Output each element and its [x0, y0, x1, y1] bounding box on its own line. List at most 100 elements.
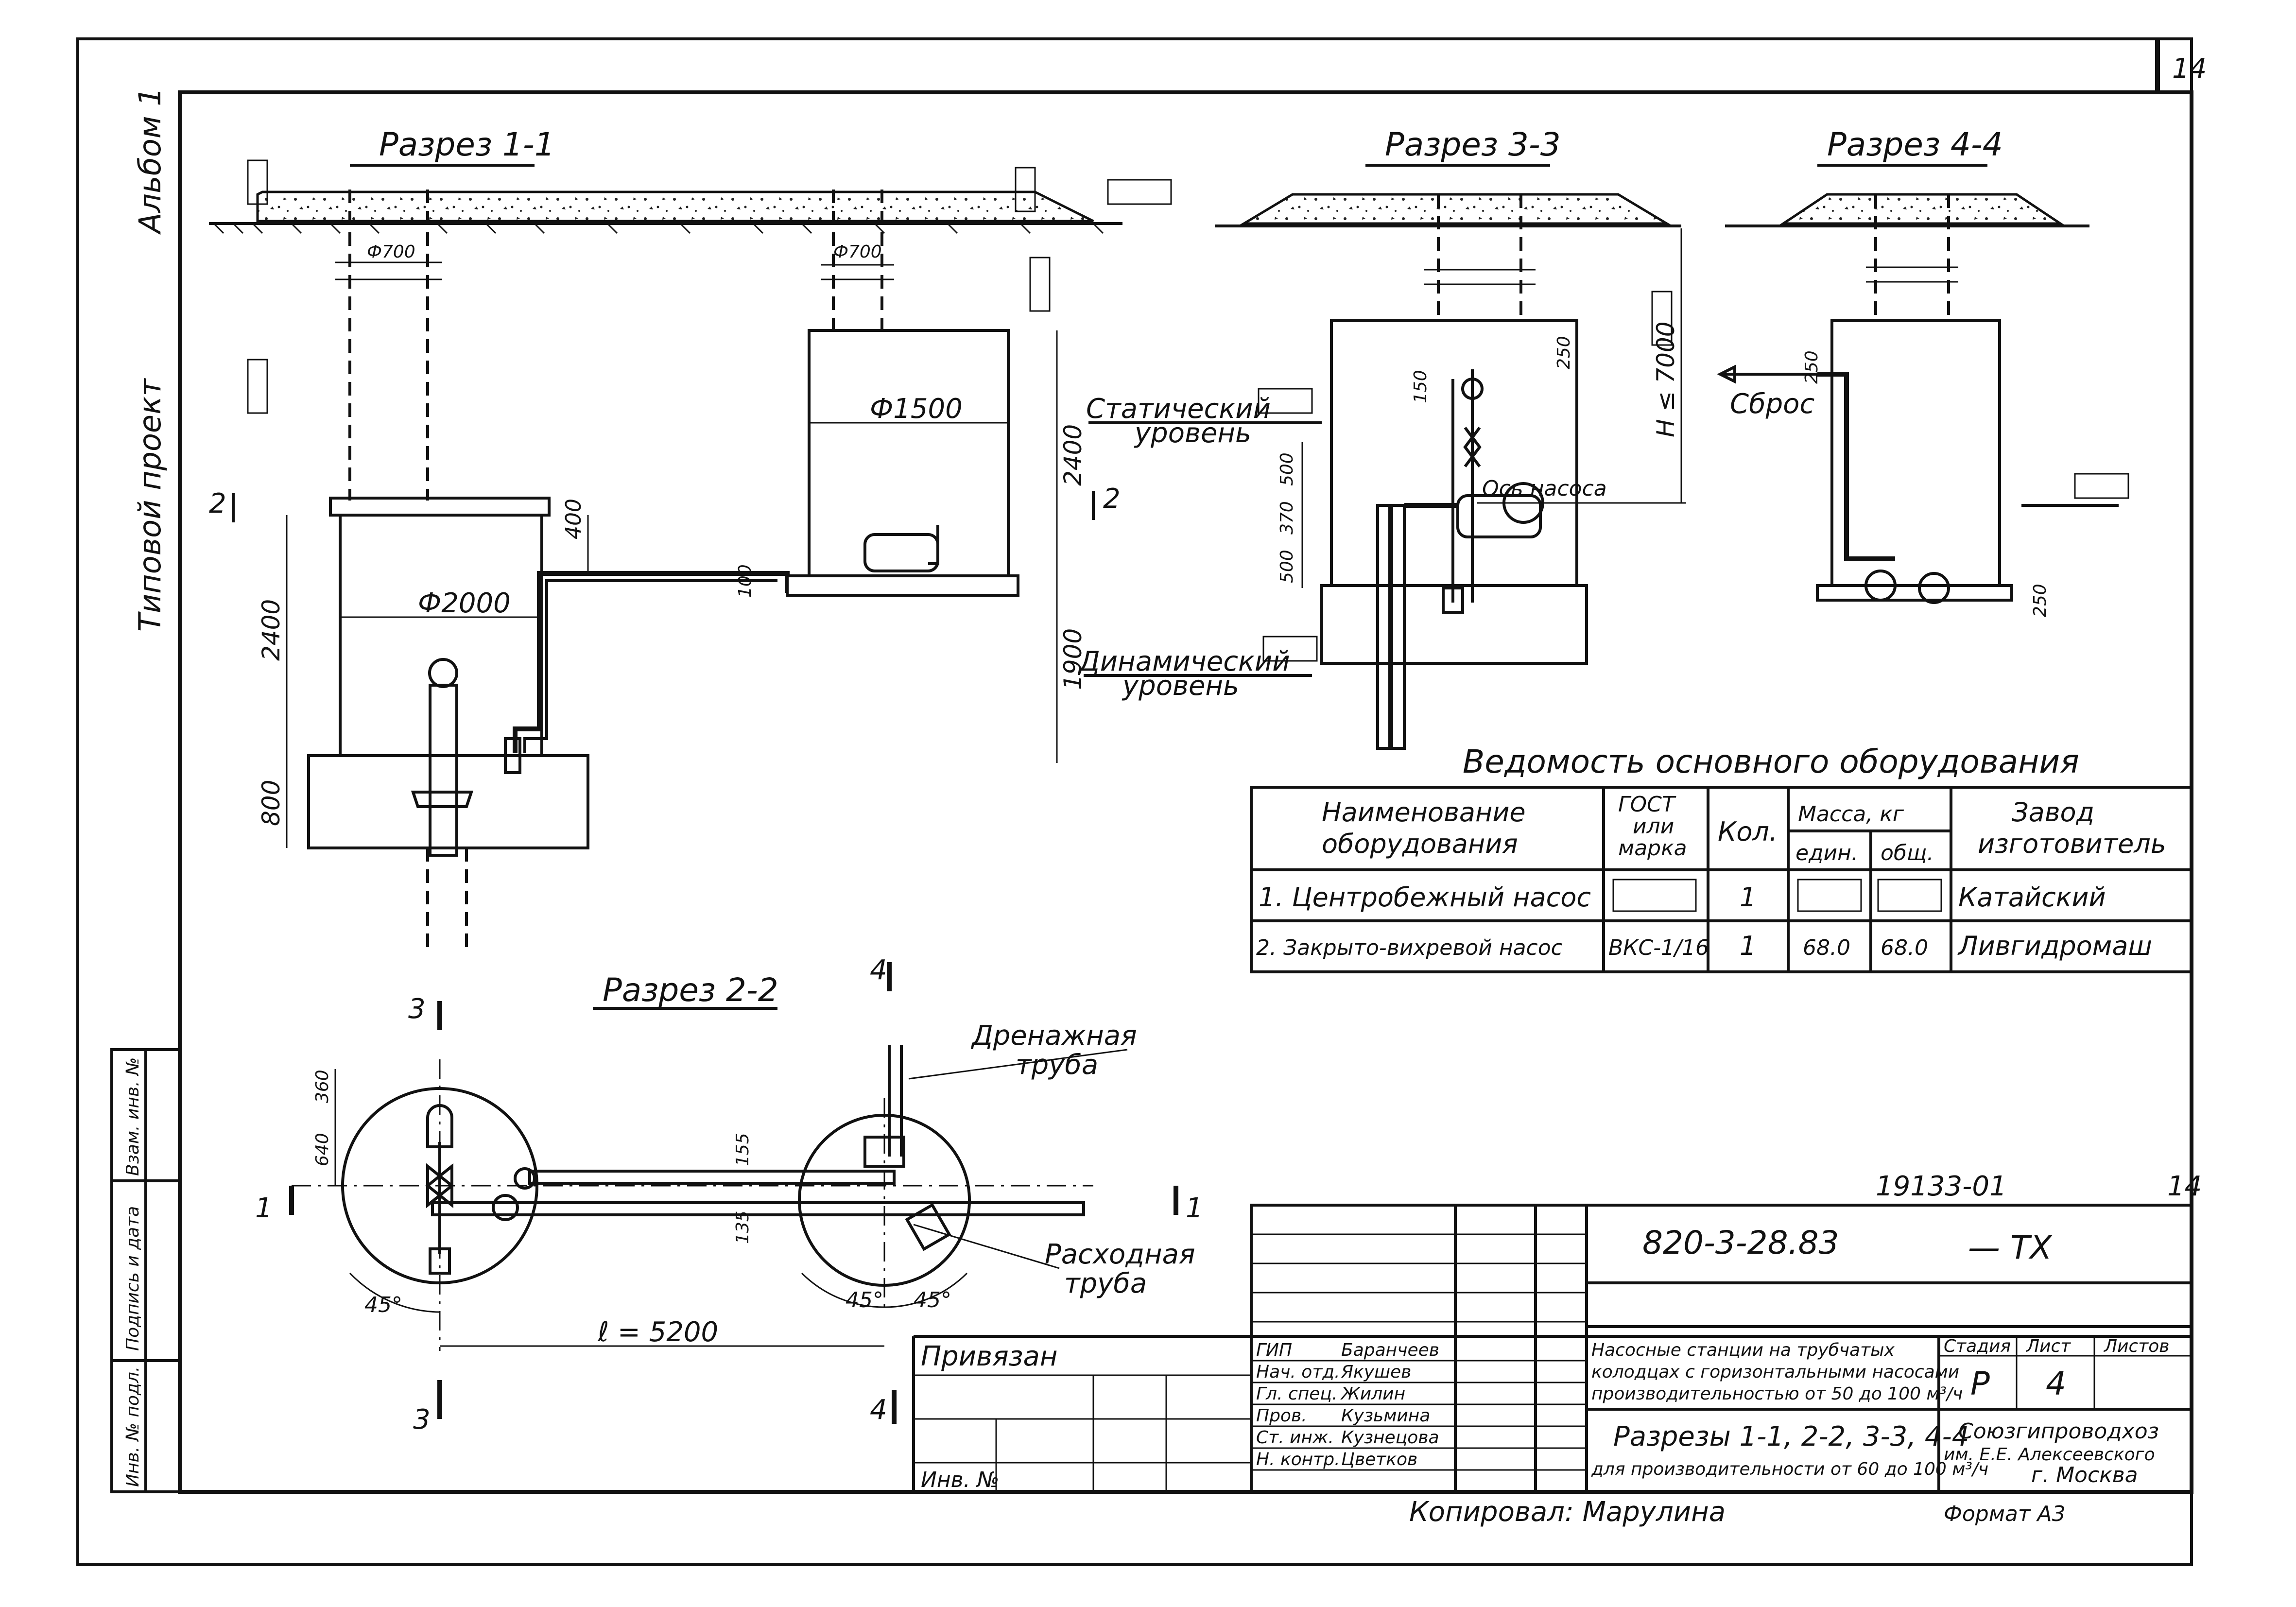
dim-640: 640: [312, 1133, 332, 1166]
sheet-title-2: для производительности от 60 до 100 м³/ч: [1591, 1459, 1988, 1479]
privyazan: Привязан: [921, 1341, 1057, 1372]
row-2-gost: ВКС-1/16: [1608, 935, 1709, 960]
row-1-qty: 1: [1740, 882, 1756, 913]
title-block: 19133-01 1 4: [912, 1171, 2202, 1528]
mark-2a: 2: [209, 488, 226, 519]
cut-3a: 3: [408, 993, 426, 1025]
dim-250a: 250: [1554, 336, 1574, 369]
label-dyn-1: Динамический: [1077, 646, 1290, 677]
side-project: Типовой проект: [132, 378, 168, 632]
dim-155: 155: [733, 1133, 753, 1166]
list-h: Лист: [2025, 1336, 2071, 1356]
row-2-name: 2. Закрыто-вихревой насос: [1256, 935, 1563, 960]
mark-2b: 2: [1103, 483, 1121, 515]
role-3: Пров.: [1256, 1406, 1307, 1426]
row-1-name: 1. Центробежный насос: [1259, 882, 1591, 913]
dim-2400b: 2400: [1059, 424, 1087, 486]
label-pump-axis: Ось насоса: [1482, 476, 1607, 501]
dim-400: 400: [561, 499, 586, 539]
stage-h: Стадия: [1944, 1336, 2011, 1356]
doc-suffix: — ТХ: [1968, 1229, 2053, 1266]
dim-d700a: Ф700: [367, 242, 415, 262]
name-3: Кузьмина: [1341, 1406, 1430, 1426]
cut-3b: 3: [413, 1404, 431, 1435]
side-stamp: Взам. инв. № Подпись и дата Инв. № подл.: [110, 1048, 181, 1493]
copied-by: Копировал: Марулина: [1409, 1496, 1726, 1528]
name-5: Цветков: [1341, 1450, 1417, 1469]
stage: Р: [1970, 1365, 1990, 1402]
page-number: 14: [2172, 53, 2207, 85]
dim-135: 135: [733, 1210, 753, 1244]
dim-2400a: 2400: [257, 599, 285, 661]
dim-d1500: Ф1500: [870, 393, 963, 425]
title-1: Насосные станции на трубчатых: [1591, 1340, 1895, 1360]
dim-l5200: ℓ = 5200: [597, 1316, 718, 1348]
ang-1: 45°: [364, 1293, 402, 1317]
equipment-title: Ведомость основного оборудования: [1463, 743, 2079, 780]
dim-d700b: Ф700: [833, 242, 882, 262]
lists-h: Листов: [2103, 1336, 2169, 1356]
head-gost-1: ГОСТ: [1618, 792, 1676, 817]
name-4: Кузнецова: [1341, 1428, 1439, 1448]
row-2-unit: 68.0: [1803, 935, 1850, 960]
row-2-total: 68.0: [1881, 935, 1928, 960]
head-name-2: оборудования: [1322, 829, 1518, 859]
section-4-4: Разрез 4-4 Сброс 250 250: [1717, 126, 2129, 617]
dim-370: 370: [1277, 501, 1297, 535]
role-4: Ст. инж.: [1256, 1428, 1334, 1448]
side-inv-orig: Инв. № подл.: [123, 1366, 143, 1487]
section-1-1: Разрез 1-1 Ф700: [209, 126, 1172, 952]
side-album: Альбом 1: [132, 87, 168, 235]
head-maker-2: изготовитель: [1978, 829, 2166, 859]
cut-1a: 1: [255, 1192, 273, 1224]
dim-1900: 1900: [1059, 628, 1087, 690]
section-1-1-title: Разрез 1-1: [379, 126, 555, 163]
label-drain-1: Дренажная: [970, 1020, 1137, 1052]
dim-250b: 250: [1802, 350, 1822, 384]
head-qty: Кол.: [1718, 816, 1778, 847]
side-sign-date: Подпись и дата: [123, 1206, 143, 1351]
head-name-1: Наименование: [1322, 797, 1526, 828]
cut-4a: 4: [870, 954, 887, 986]
cut-4b: 4: [870, 1394, 887, 1426]
label-supply-2: труба: [1064, 1268, 1147, 1299]
section-3-3-title: Разрез 3-3: [1385, 126, 1561, 163]
dim-d2000: Ф2000: [418, 588, 511, 619]
dim-250c: 250: [2030, 584, 2050, 617]
dim-100: 100: [735, 564, 755, 598]
dim-500b: 500: [1277, 550, 1297, 583]
name-1: Якушев: [1341, 1362, 1411, 1382]
side-inv-repl: Взам. инв. №: [123, 1057, 143, 1176]
inv-no: Инв. №: [921, 1468, 999, 1492]
row-2-maker: Ливгидромаш: [1957, 931, 2152, 961]
equipment-table: Ведомость основного оборудования Наимено…: [1250, 743, 2193, 973]
head-total: общ.: [1881, 841, 1933, 865]
format: Формат А3: [1944, 1502, 2066, 1526]
dim-150: 150: [1411, 370, 1431, 403]
dim-500a: 500: [1277, 452, 1297, 486]
ang-2: 45°: [846, 1288, 883, 1313]
section-2-2-title: Разрез 2-2: [603, 971, 778, 1009]
row-1-maker: Катайский: [1958, 882, 2106, 913]
role-2: Гл. спец.: [1256, 1384, 1337, 1404]
head-gost-2: или: [1633, 814, 1674, 839]
row-2-qty: 1: [1740, 931, 1756, 961]
list: 4: [2046, 1365, 2066, 1402]
ang-3: 45°: [914, 1288, 951, 1313]
name-2: Жилин: [1340, 1384, 1405, 1404]
dim-h7000: H ≤ 7000: [1652, 321, 1680, 437]
section-2-2: Разрез 2-2 Дренажная труба Расходная тру…: [255, 954, 1203, 1435]
inv-code: 19133-01: [1876, 1171, 2007, 1202]
org-1: Союзгипроводхоз: [1958, 1419, 2159, 1444]
head-mass: Масса, кг: [1798, 802, 1904, 827]
label-static-1: Статический: [1086, 393, 1271, 425]
head-gost-3: марка: [1618, 836, 1687, 861]
title-3: производительностью от 50 до 100 м³/ч: [1591, 1384, 1963, 1404]
name-0: Баранчеев: [1341, 1340, 1439, 1360]
label-drain-2: труба: [1016, 1049, 1098, 1081]
role-0: ГИП: [1256, 1340, 1292, 1360]
cut-1b: 1: [1186, 1192, 1203, 1224]
section-3-3: Разрез 3-3 250 150 500 370 500 Статическ…: [1077, 126, 1686, 750]
org-2: им. Е.Е. Алексеевского: [1944, 1445, 2155, 1465]
